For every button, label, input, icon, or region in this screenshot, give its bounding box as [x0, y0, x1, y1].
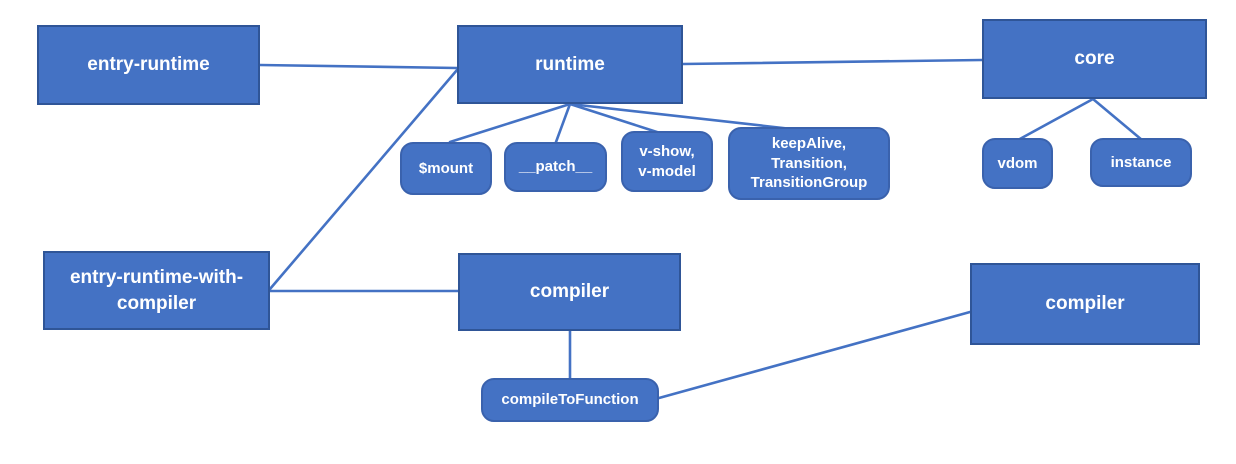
node-label-vdom: vdom [997, 154, 1038, 172]
node-label-compile-to-function: compileToFunction [501, 391, 639, 409]
node-mount: $mount [400, 142, 492, 195]
edge-core--instance [1091, 97, 1144, 142]
node-label-core: core [1074, 48, 1115, 70]
node-compiler-mid: compiler [458, 253, 681, 331]
node-entry-runtime: entry-runtime [37, 25, 260, 105]
edge-compile-to-function--compiler-right [657, 310, 972, 400]
node-label-compiler-mid: compiler [529, 281, 610, 303]
node-compile-to-function: compileToFunction [481, 378, 659, 422]
node-core: core [982, 19, 1207, 99]
edge-entry-runtime--runtime [258, 63, 459, 70]
node-label-runtime: runtime [535, 53, 605, 75]
node-label-instance: instance [1110, 153, 1172, 171]
node-keepalive-transition-group: keepAlive, Transition, TransitionGroup [728, 127, 890, 200]
node-label-entry-runtime-with-compiler: entry-runtime-with- compiler [69, 267, 244, 314]
node-entry-runtime-with-compiler: entry-runtime-with- compiler [43, 251, 270, 330]
node-vdom: vdom [982, 138, 1053, 189]
node-label-entry-runtime: entry-runtime [87, 54, 210, 76]
node-runtime: runtime [457, 25, 683, 104]
edge-runtime--patch [554, 102, 572, 144]
edge-runtime--keepalive-transition-group [568, 102, 794, 131]
edge-runtime--mount [448, 102, 572, 144]
node-instance: instance [1090, 138, 1192, 187]
node-compiler-right: compiler [970, 263, 1200, 345]
edge-core--vdom [1016, 97, 1095, 142]
node-label-mount: $mount [418, 159, 474, 177]
edge-runtime--core [681, 58, 984, 66]
node-label-keepalive-transition-group: keepAlive, Transition, TransitionGroup [750, 134, 868, 192]
node-label-compiler-right: compiler [1045, 293, 1125, 315]
edge-runtime--v-show-v-model [568, 102, 662, 135]
node-patch: __patch__ [504, 142, 607, 192]
node-v-show-v-model: v-show, v-model [621, 131, 713, 192]
node-label-patch: __patch__ [518, 158, 593, 176]
node-label-v-show-v-model: v-show, v-model [638, 142, 696, 180]
